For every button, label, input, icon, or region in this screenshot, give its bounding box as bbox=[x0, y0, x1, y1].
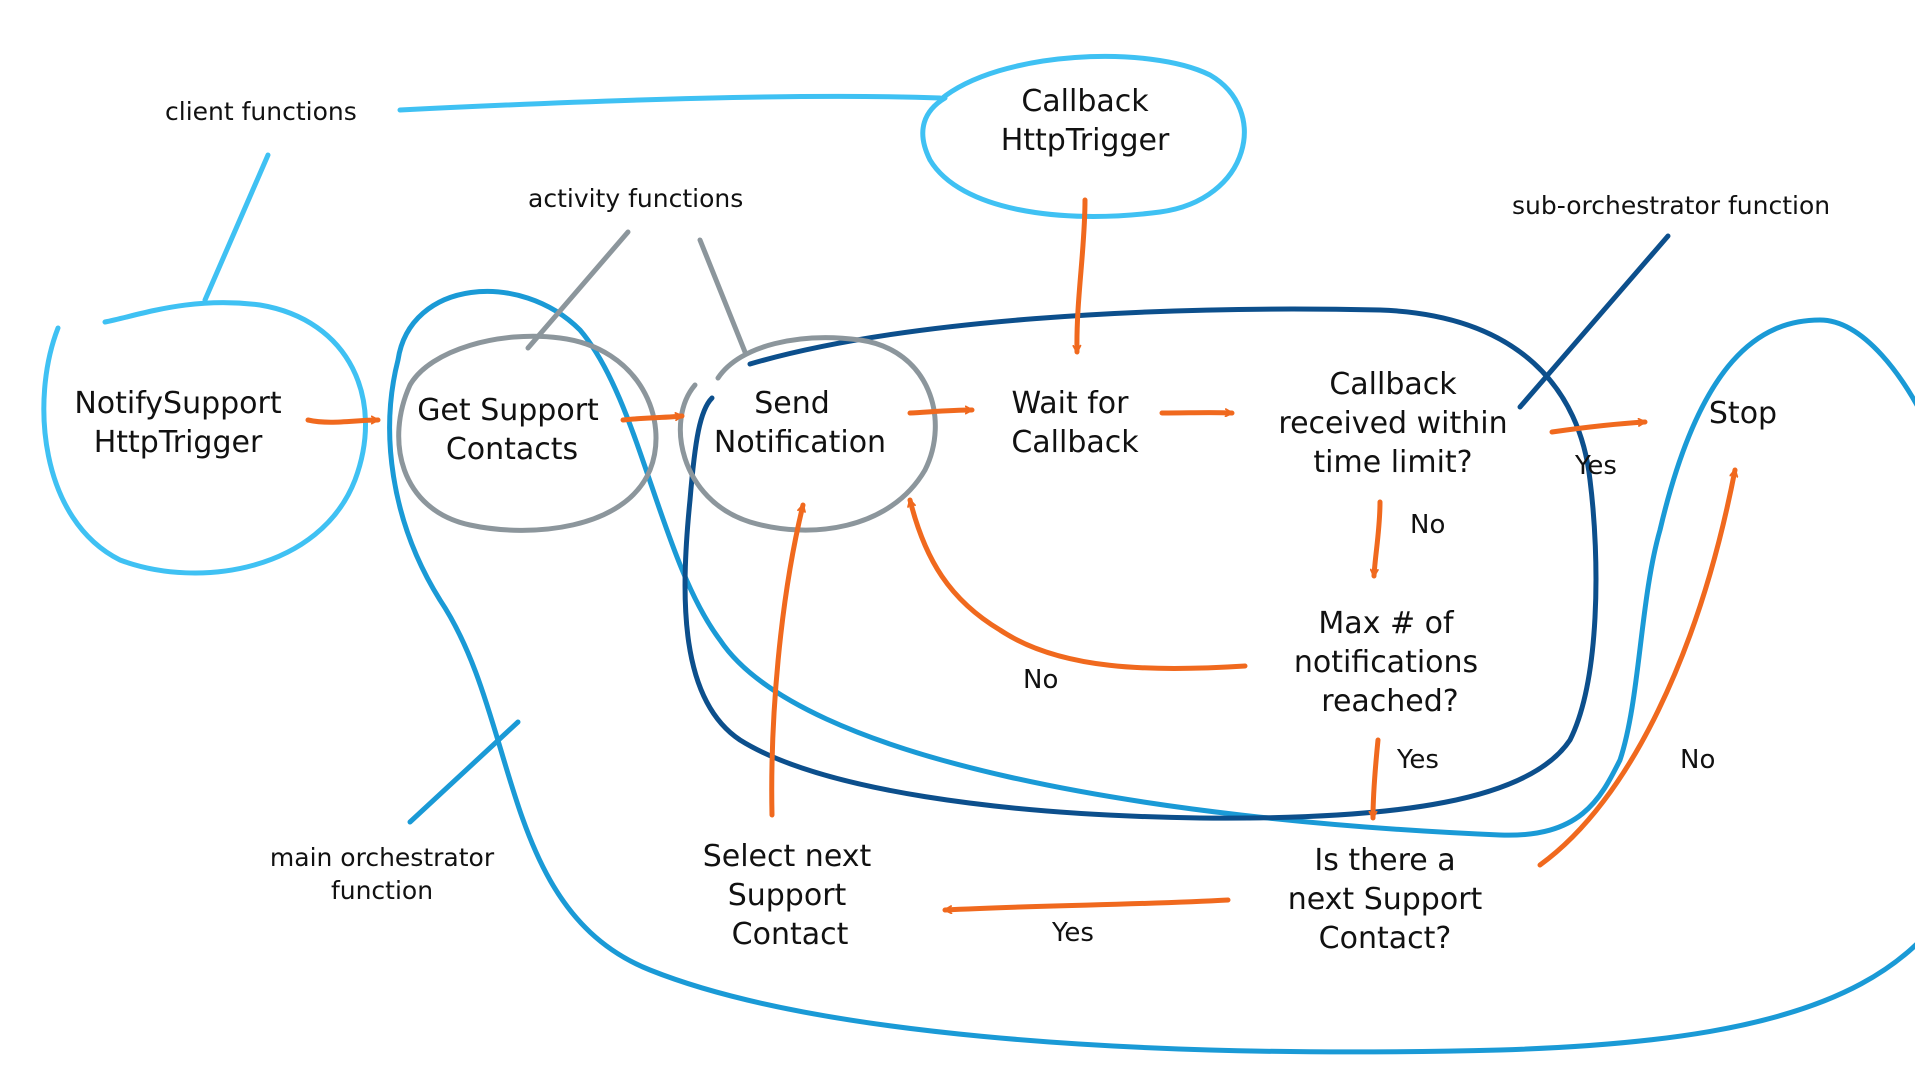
node-get-support-contacts: Get Support Contacts bbox=[417, 393, 599, 467]
arrow-callback-received-no bbox=[1369, 499, 1383, 579]
svg-text:Wait for: Wait for bbox=[1011, 386, 1129, 421]
sub-orchestrator-boundary bbox=[682, 306, 1599, 821]
svg-text:Contact?: Contact? bbox=[1319, 921, 1452, 956]
edge-label-callback-no: No bbox=[1410, 510, 1445, 540]
arrow-next-yes-to-select bbox=[942, 897, 1231, 915]
node-next-contact-question: Is there a next Support Contact? bbox=[1288, 843, 1483, 956]
svg-text:Contact: Contact bbox=[732, 917, 849, 952]
svg-text:Support: Support bbox=[728, 878, 847, 913]
svg-text:Max # of: Max # of bbox=[1318, 606, 1455, 641]
node-callback-received: Callback received within time limit? bbox=[1278, 367, 1507, 480]
get-support-contacts-outline bbox=[396, 333, 659, 533]
svg-text:HttpTrigger: HttpTrigger bbox=[94, 425, 263, 460]
svg-text:Stop: Stop bbox=[1709, 396, 1777, 431]
arrow-select-to-send bbox=[769, 502, 806, 818]
svg-text:Callback: Callback bbox=[1011, 425, 1139, 460]
node-wait-for-callback: Wait for Callback bbox=[1011, 386, 1139, 460]
svg-text:Get Support: Get Support bbox=[417, 393, 599, 428]
sub-orchestrator-pointer-line bbox=[1517, 233, 1671, 410]
arrow-max-no-back-to-send bbox=[907, 497, 1248, 672]
arrow-next-no-to-stop bbox=[1537, 467, 1739, 868]
svg-text:received within: received within bbox=[1278, 406, 1507, 441]
svg-text:Send: Send bbox=[754, 386, 830, 421]
node-send-notification: Send Notification bbox=[714, 386, 886, 460]
svg-text:reached?: reached? bbox=[1321, 684, 1458, 719]
arrow-get-contacts-to-send bbox=[620, 412, 685, 423]
svg-text:HttpTrigger: HttpTrigger bbox=[1001, 123, 1170, 158]
client-functions-pointer-left bbox=[202, 152, 271, 303]
node-max-notifications: Max # of notifications reached? bbox=[1294, 606, 1478, 719]
arrow-callback-received-yes bbox=[1549, 417, 1648, 435]
edge-label-next-no: No bbox=[1680, 745, 1715, 775]
svg-text:Callback: Callback bbox=[1021, 84, 1149, 119]
edge-label-next-yes: Yes bbox=[1051, 918, 1094, 948]
main-orchestrator-boundary bbox=[387, 288, 1915, 1055]
edge-label-max-no: No bbox=[1023, 665, 1058, 695]
main-orchestrator-pointer-line bbox=[407, 719, 521, 825]
notify-support-outline bbox=[41, 300, 369, 576]
activity-functions-label: activity functions bbox=[528, 184, 743, 213]
arrow-callback-trigger-to-wait bbox=[1072, 197, 1088, 355]
arrow-max-yes bbox=[1368, 737, 1381, 821]
send-notification-outline bbox=[677, 335, 938, 533]
edge-label-max-yes: Yes bbox=[1396, 745, 1439, 775]
svg-text:Contacts: Contacts bbox=[446, 432, 578, 467]
node-stop: Stop bbox=[1709, 396, 1777, 431]
svg-text:Callback: Callback bbox=[1329, 367, 1457, 402]
svg-text:NotifySupport: NotifySupport bbox=[74, 386, 282, 421]
edge-label-callback-yes: Yes bbox=[1574, 451, 1617, 481]
svg-text:Select next: Select next bbox=[703, 839, 872, 874]
node-callback-trigger: Callback HttpTrigger bbox=[1001, 84, 1170, 158]
activity-pointer-right bbox=[697, 237, 748, 355]
svg-text:next Support: next Support bbox=[1288, 882, 1483, 917]
node-notify-support: NotifySupport HttpTrigger bbox=[74, 386, 282, 460]
callback-trigger-outline bbox=[920, 53, 1247, 219]
arrow-notify-to-get-contacts bbox=[305, 415, 381, 425]
svg-text:time limit?: time limit? bbox=[1313, 445, 1472, 480]
arrow-send-to-wait bbox=[907, 405, 975, 416]
node-select-next-contact: Select next Support Contact bbox=[703, 839, 872, 952]
svg-text:Notification: Notification bbox=[714, 425, 886, 460]
client-functions-pointer-right bbox=[397, 93, 943, 113]
svg-text:Is there a: Is there a bbox=[1314, 843, 1455, 878]
svg-text:notifications: notifications bbox=[1294, 645, 1478, 680]
client-functions-label: client functions bbox=[165, 97, 357, 126]
sub-orchestrator-label: sub-orchestrator function bbox=[1512, 191, 1830, 220]
main-orchestrator-label-line2: function bbox=[331, 876, 433, 905]
activity-pointer-left bbox=[525, 229, 631, 351]
main-orchestrator-label: main orchestrator bbox=[270, 843, 495, 872]
